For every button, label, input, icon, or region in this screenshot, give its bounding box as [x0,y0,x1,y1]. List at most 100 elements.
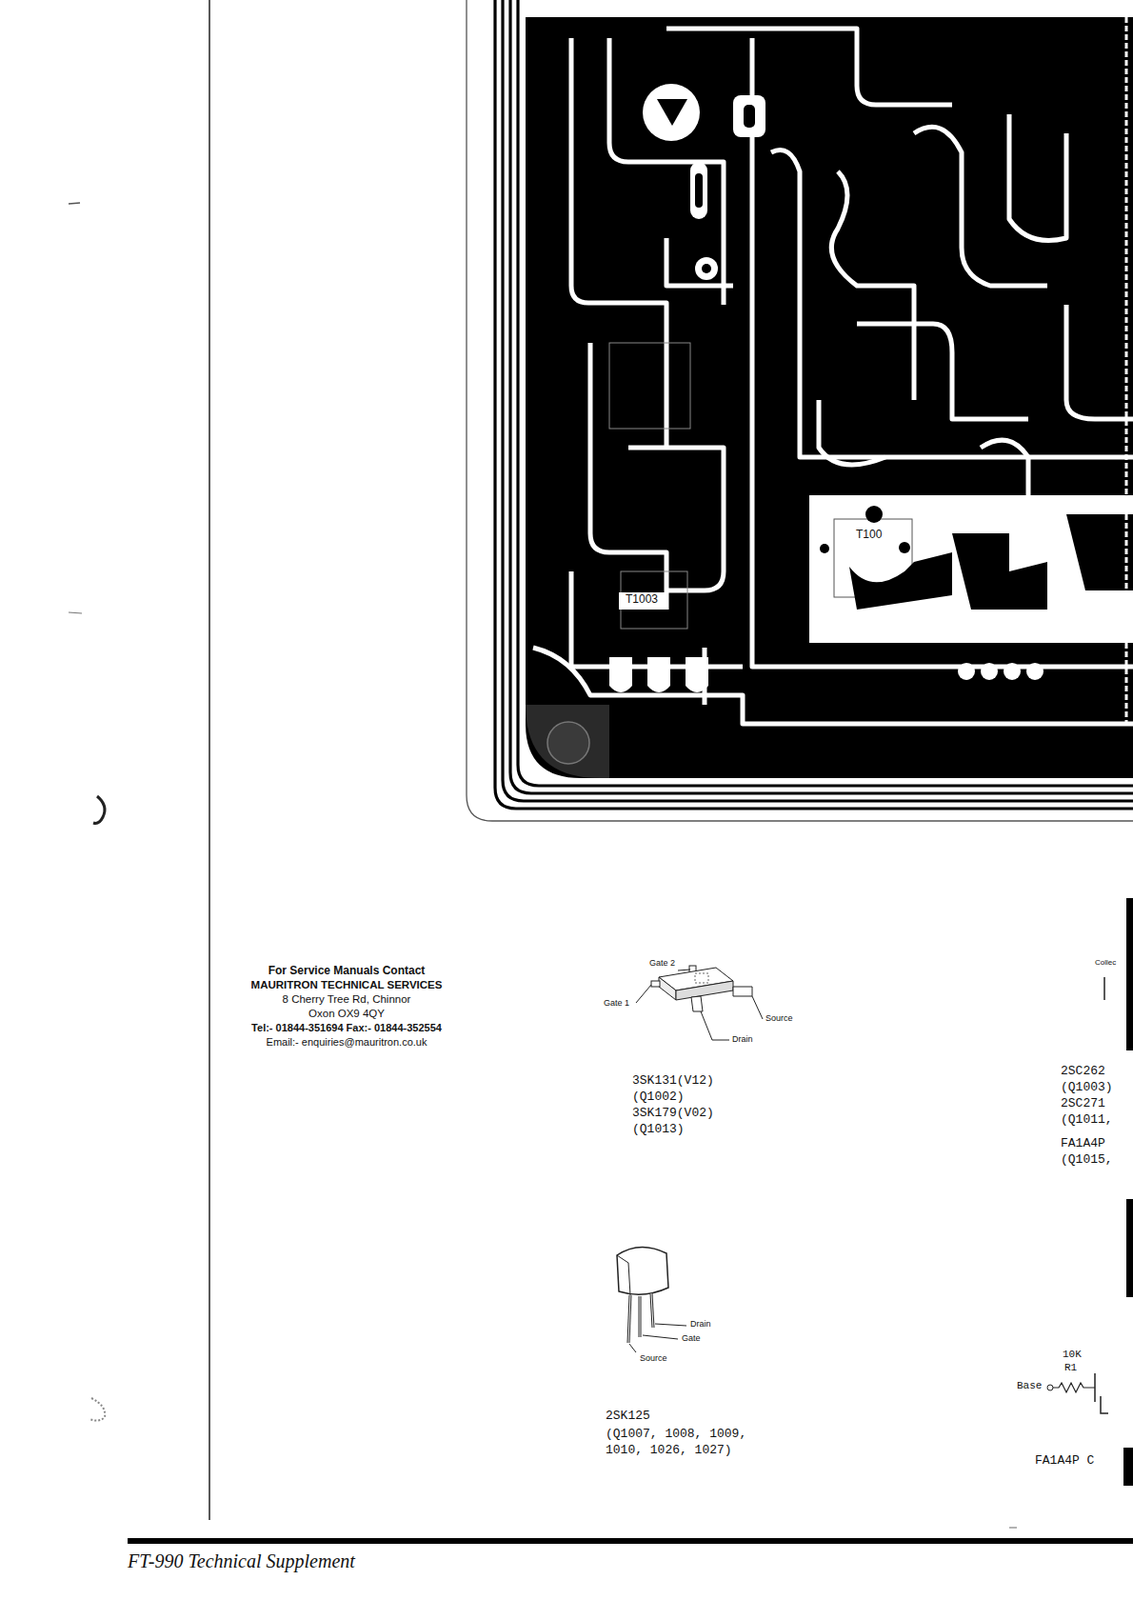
trace-gap [831,171,915,400]
lead [733,986,753,996]
punch-hole [93,795,105,823]
pad [865,505,883,523]
leader-line [629,1343,637,1352]
leader-line [636,984,652,1003]
ground-trace [495,0,1133,809]
header-pad [980,662,998,680]
panel-edge [1126,897,1133,1051]
contact-text: For Service Manuals Contact [268,964,426,978]
part-number: FA1A4P C [1034,1453,1094,1469]
part-number: FA1A4P [1060,1136,1106,1152]
wire [1094,1372,1109,1413]
part-number: 2SC262 [1060,1064,1106,1079]
label-ground [851,526,890,544]
part-number: (Q1011, [1060,1113,1114,1128]
to92-package [616,1246,687,1352]
board-edge [466,0,1133,821]
lead [638,1295,642,1337]
label-ground [618,592,665,610]
part-number: (Q1015, [1060,1152,1114,1168]
pad [685,656,709,693]
terminal [1047,1384,1054,1391]
component-outline [609,342,691,429]
scan-mark [1009,1527,1017,1529]
pin-label: Drain [732,1033,754,1044]
lead [651,1292,654,1328]
pin-label: Gate 1 [603,997,630,1008]
package-body [616,1246,669,1294]
scan-seam [1125,0,1129,724]
trace-gap [771,150,1133,458]
pad [647,656,671,693]
component-area [809,495,1133,643]
copper-corner [525,704,610,778]
trace-gap [980,439,1029,496]
pin-label: Drain [690,1318,712,1329]
part-number: 2SC271 [1060,1096,1106,1112]
panel-edge [1123,1447,1133,1486]
ground-trace [502,0,1133,801]
trace-gap [590,342,667,610]
contact-text: 8 Cherry Tree Rd, Chinnor [282,993,412,1006]
pad [690,161,708,219]
contact-text: Tel:- 01844-351694 Fax:- 01844-352554 [251,1021,442,1034]
contact-text: Email:- enquiries@mauritron.co.uk [266,1035,428,1049]
header-pad [1026,662,1044,680]
trace-gap [1009,114,1067,241]
ground-trace [517,0,1133,786]
pin-label: Gate 2 [649,957,676,968]
pad-hole [743,104,756,128]
component-value: 10K [1062,1348,1082,1361]
pad-hole [701,263,712,274]
copper-area [525,17,1133,778]
part-number: 2SK125 [605,1409,651,1424]
component-ref: R1 [1064,1361,1077,1374]
leader-line [642,1334,678,1339]
leader-line [752,995,763,1019]
lead [639,1295,641,1337]
punch-hole [89,1397,105,1421]
pcb-reference: T1003 [623,593,660,607]
trace-gap [752,38,1133,667]
part-number: (Q1013) [632,1122,685,1137]
trace-gap [533,647,1133,724]
trace-gap [1066,304,1133,419]
pad-hole [695,173,703,208]
part-number: 3SK179(V02) [632,1106,715,1121]
package-mark [695,973,709,983]
part-number: (Q1002) [632,1090,685,1105]
copper-blob [1066,514,1133,591]
trace-gap [666,238,734,286]
pin-label: Base [1016,1379,1042,1392]
footer-rule [127,1537,1133,1544]
lead [691,995,703,1012]
pin-label: Collec [1094,957,1116,967]
package-edge [616,1254,631,1295]
resistor-zigzag [1053,1382,1095,1392]
copper-blob [952,533,1048,610]
copper-blob [849,552,953,610]
panel-edge [1126,1198,1133,1297]
pad [898,541,911,554]
pad [819,543,830,554]
pin-label: Gate [681,1332,701,1343]
trace-gap [818,399,886,465]
pad [695,257,718,280]
pad [733,95,766,138]
transistor-lead [1103,976,1106,1000]
lead [628,1294,631,1343]
lead [651,980,660,987]
part-number: (Q1007, 1008, 1009, 1010, 1026, 1027) [605,1425,763,1458]
trace-gap [856,323,1029,419]
punch-mark [68,612,82,614]
part-number: 3SK131(V12) [632,1073,715,1089]
pin-label: Source [765,1013,794,1023]
footer-title: FT-990 Technical Supplement [127,1550,356,1572]
leader-line [655,1323,687,1326]
pin-label: Source [639,1352,668,1363]
package-side [658,976,676,1000]
lead [651,1292,654,1328]
trace-gap [914,126,1048,286]
trace-gap [571,571,743,667]
